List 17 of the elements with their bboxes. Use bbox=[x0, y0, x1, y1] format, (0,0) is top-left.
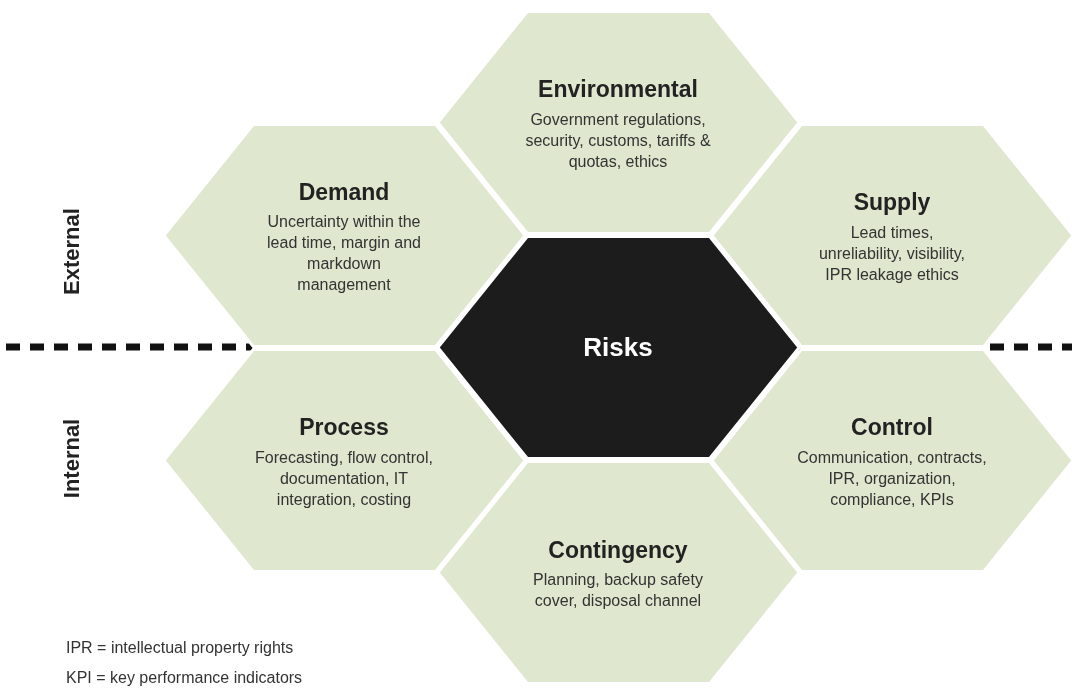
side-label: Internal bbox=[58, 418, 86, 499]
hexagon-title: Environmental bbox=[538, 75, 698, 105]
footnote: KPI = key performance indicators bbox=[66, 668, 303, 688]
side-label: External bbox=[57, 208, 85, 295]
hexagon-description: Lead times, unreliability, visibility, IPR leakage ethics bbox=[817, 222, 967, 285]
hexagon-title: Demand bbox=[298, 177, 390, 207]
hexagon-description: Planning, backup safety cover, disposal channel bbox=[532, 570, 704, 612]
hexagon-title: Contingency bbox=[548, 535, 688, 565]
hexagon-description: Uncertainty within the lead time, margin and markdown management bbox=[266, 212, 422, 296]
hexagon-description: Forecasting, flow control, documentation, IT integration, costing bbox=[254, 447, 434, 510]
hexagon-description: Government regulations, security, customs, tariffs & quotas, ethics bbox=[524, 109, 712, 172]
hexagon-title: Process bbox=[299, 413, 389, 443]
hexagon-title: Risks bbox=[583, 330, 653, 364]
hexagon-description: Communication, contracts, IPR, organization, compliance, KPIs bbox=[797, 447, 987, 510]
footnote: IPR = intellectual property rights bbox=[66, 638, 294, 658]
hexagon-title: Control bbox=[851, 413, 933, 443]
hexagon-title: Supply bbox=[853, 188, 931, 218]
